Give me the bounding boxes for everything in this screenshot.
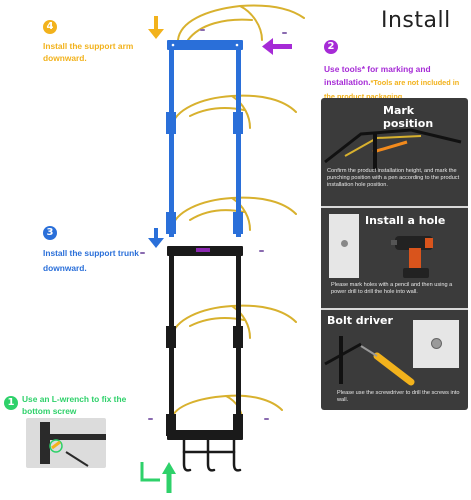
card-bolt-driver: Bolt driver Please use the screwdriver t… — [321, 310, 468, 410]
arrow-step4-icon — [148, 16, 164, 39]
wrench-detail-image — [26, 418, 106, 468]
upper-frame — [166, 40, 243, 237]
card-title: Bolt driver — [327, 314, 393, 327]
step4-badge: 4 — [43, 20, 57, 34]
step1-text: Use an L-wrench to fix the bottom screw — [22, 394, 127, 416]
mark-position-image — [324, 128, 462, 170]
instructions-panel: Mark position Confirm the product instal… — [321, 98, 468, 410]
step1-badge: 1 — [4, 396, 18, 410]
step2-note: *Tools are not included in the product p… — [324, 78, 460, 101]
step2-text-block: Use tools* for marking and installation.… — [324, 62, 470, 103]
l-wrench-icon — [140, 462, 160, 482]
arrow-step3-icon — [148, 228, 164, 248]
step4-text: Install the support arm downward. — [43, 41, 134, 63]
wall-screw-image — [413, 320, 459, 368]
card-text: Please mark holes with a pencil and then… — [331, 282, 453, 295]
step3-badge: 3 — [43, 226, 57, 240]
step2-badge: 2 — [324, 40, 338, 54]
page-title: Install — [381, 8, 451, 33]
divider — [321, 206, 468, 208]
card-text: Confirm the product installation height,… — [327, 168, 460, 188]
arrow-step2-icon — [262, 38, 292, 55]
card-title: Install a hole — [365, 214, 446, 227]
card-mark-position: Mark position Confirm the product instal… — [321, 98, 468, 206]
step3-text: Install the support trunk downward. — [43, 248, 139, 273]
screwdriver-icon — [324, 336, 415, 386]
step2-text: Use tools* for marking and installation. — [324, 64, 431, 87]
card-title: Mark position — [383, 104, 434, 130]
arrow-step1-icon — [162, 462, 176, 493]
card-text: Please use the screwdriver to drill the … — [337, 390, 460, 403]
card-install-hole: Install a hole Please mark holes with a … — [321, 208, 468, 308]
divider — [321, 308, 468, 310]
wall-image — [329, 214, 359, 278]
power-drill-icon — [391, 236, 433, 278]
bottom-hooks — [182, 438, 242, 472]
